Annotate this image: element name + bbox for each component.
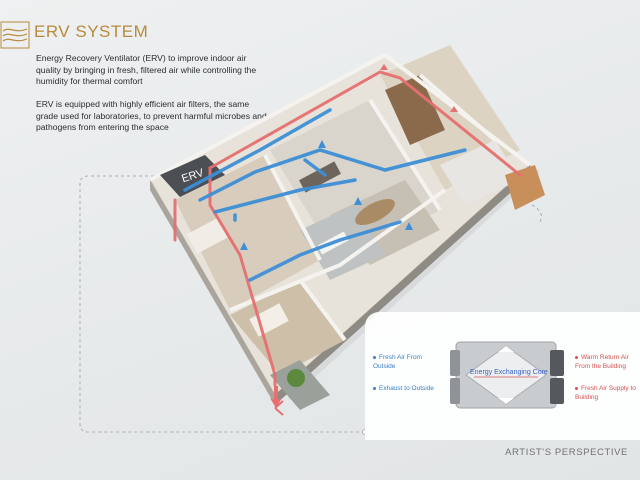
- return-vent-arrows: [380, 64, 458, 112]
- dashed-guide-line: [79, 175, 365, 433]
- sofa: [299, 161, 341, 193]
- core-label: Energy Exchanging Core: [470, 369, 548, 376]
- blue-dot-icon: [373, 386, 376, 390]
- description-paragraph-1: Energy Recovery Ventilator (ERV) to impr…: [36, 53, 257, 86]
- fresh-air-ducts: [183, 108, 467, 282]
- return-air-ducts: [173, 70, 522, 387]
- duct-port-right-bottom: [550, 378, 564, 404]
- supply-vent-arrows: [240, 140, 413, 250]
- page-title: ERV SYSTEM: [34, 22, 149, 41]
- red-dot-icon: [575, 386, 578, 390]
- red-dot-icon: [575, 355, 578, 359]
- duct-port-left-bottom: [450, 378, 460, 404]
- duct-port-left-top: [450, 350, 460, 376]
- bed-left: [186, 217, 229, 254]
- erv-unit-diagram: Energy Exchanging Core: [450, 341, 564, 409]
- slab-edge-left: [150, 180, 275, 405]
- label-warm-return-air: Warm Return Air From the Building: [575, 354, 629, 370]
- balcony-right: [505, 165, 545, 210]
- plant: [287, 369, 305, 387]
- label-exhaust-to-outside: Exhaust to Outside: [373, 385, 443, 394]
- interior-walls: [149, 52, 532, 342]
- label-fresh-air-from-outside: Fresh Air From Outside: [373, 354, 422, 370]
- description-paragraph-2: ERV is equipped with highly efficient ai…: [36, 99, 267, 132]
- erv-detail-panel: Fresh Air From Outside Exhaust to Outsid…: [365, 312, 640, 440]
- slab-edge-right: [275, 165, 530, 405]
- return-air-inlet-arrow: [270, 386, 282, 408]
- duct-port-right-top: [550, 350, 564, 376]
- room-bath: [440, 140, 520, 205]
- dining-table: [355, 198, 395, 226]
- label-fresh-air-supply: Fresh Air Supply to Building: [575, 385, 636, 401]
- blue-dot-icon: [373, 355, 376, 359]
- bed-bottom: [249, 303, 289, 337]
- dashed-guide-right: [531, 204, 542, 223]
- room-closet: [385, 75, 445, 145]
- artists-perspective-caption: ARTIST'S PERSPECTIVE: [505, 447, 628, 458]
- erv-unit: [160, 155, 225, 197]
- bottom-arrow: [274, 400, 284, 416]
- erv-logo-icon: [0, 21, 30, 49]
